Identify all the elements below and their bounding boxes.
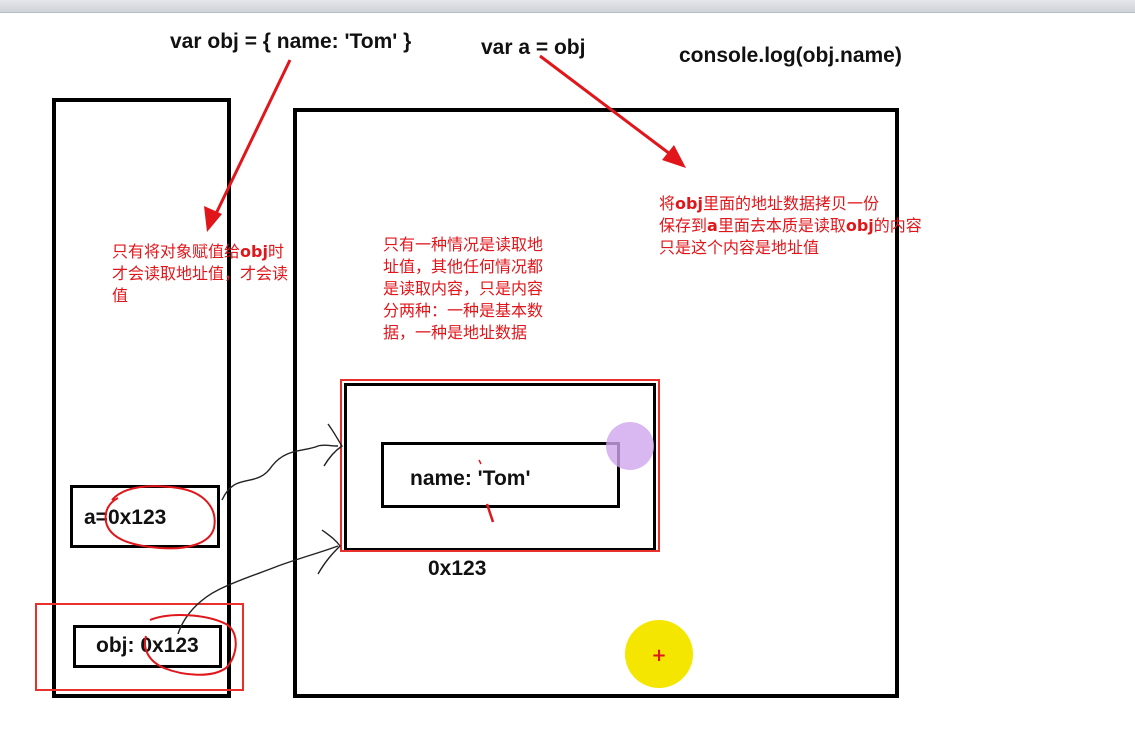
- heap-property-box: [381, 442, 620, 508]
- red-mark-heap: [485, 503, 495, 523]
- red-arrowhead-left: [204, 206, 222, 232]
- pointer-curve-a: [221, 444, 339, 501]
- red-scribble-obj: [144, 614, 237, 676]
- note-left: 只有将对象赋值给obj时 才会读取地址值，才会读 值: [112, 241, 352, 307]
- pointer-curve-obj: [177, 545, 339, 635]
- pointer-head-a: [323, 423, 343, 467]
- stack-cell-a-text: a=0x123: [84, 506, 167, 529]
- code-obj-declaration: var obj = { name: 'Tom' }: [170, 30, 412, 53]
- note-right-l2-mid: 里面去本质是读取: [717, 216, 846, 235]
- red-arrowhead-right: [662, 145, 686, 168]
- note-left-l1-post: 时: [267, 242, 284, 261]
- note-right-l2-post: 的内容: [873, 216, 922, 235]
- heap-object-highlight: [340, 379, 660, 552]
- code-console-log: console.log(obj.name): [679, 44, 902, 67]
- note-right: 将obj里面的地址数据拷贝一份 保存到a里面去本质是读取obj的内容 只是这个内…: [659, 193, 1019, 259]
- note-right-l2-kw: a: [707, 216, 718, 235]
- red-arrow-line-right: [539, 54, 679, 162]
- note-right-l1-kw: obj: [675, 194, 703, 213]
- yellow-cursor-highlight: [625, 620, 693, 688]
- pointer-head-obj: [317, 529, 341, 575]
- note-right-l2-kw2: obj: [845, 216, 874, 235]
- note-middle-l5: 据，一种是地址数据: [383, 323, 528, 342]
- note-middle: 只有一种情况是读取地 址值，其他任何情况都 是读取内容，只是内容 分两种：一种是…: [383, 234, 623, 344]
- window-top-bar: [0, 0, 1135, 13]
- red-arrow-line-left: [210, 59, 292, 223]
- note-left-l1-kw: obj: [240, 242, 268, 261]
- purple-cursor-highlight: [606, 422, 654, 470]
- note-right-l1-post: 里面的地址数据拷贝一份: [702, 194, 879, 213]
- stack-cell-obj: [73, 625, 222, 668]
- note-middle-l3: 是读取内容，只是内容: [383, 279, 544, 298]
- note-right-l3: 只是这个内容是地址值: [659, 238, 820, 257]
- red-mark-heap-top: [478, 459, 482, 465]
- cursor-plus-icon: +: [651, 645, 666, 666]
- heap-object-box: [344, 383, 656, 551]
- code-assign: var a = obj: [481, 36, 586, 59]
- note-middle-l4: 分两种：一种是基本数: [383, 301, 544, 320]
- note-middle-l1: 只有一种情况是读取地: [383, 235, 544, 254]
- note-left-l2: 才会读取地址值，才会读: [112, 264, 289, 283]
- heap-frame: [293, 108, 899, 698]
- note-left-l1-pre: 只有将对象赋值给: [112, 242, 241, 261]
- note-middle-l2: 址值，其他任何情况都: [383, 257, 544, 276]
- heap-address-label: 0x123: [428, 557, 487, 580]
- stack-cell-obj-text: obj: 0x123: [96, 634, 199, 657]
- stack-obj-highlight: [35, 603, 244, 691]
- note-right-l2-pre: 保存到: [659, 216, 708, 235]
- red-scribble-a: [104, 485, 216, 550]
- stack-frame: [52, 98, 231, 698]
- note-left-l3: 值: [112, 286, 129, 305]
- heap-property-text: name: 'Tom': [410, 467, 531, 490]
- note-right-l1-pre: 将: [659, 194, 676, 213]
